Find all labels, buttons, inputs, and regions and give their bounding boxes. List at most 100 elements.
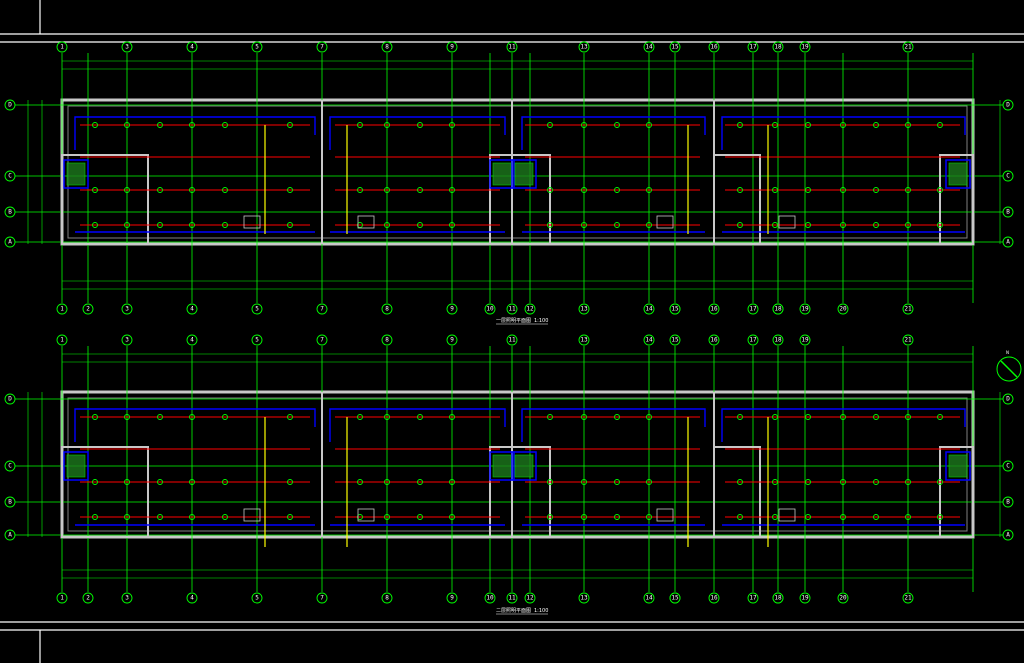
grid-bubble-label: 17	[749, 595, 757, 602]
grid-bubble-label: A	[1006, 239, 1010, 246]
grid-bubble: 21	[902, 592, 914, 604]
interior-walls	[61, 100, 974, 245]
grid-bubble: 13	[578, 334, 590, 346]
grid-bubble: 18	[772, 41, 784, 53]
grid-bubble: 11	[506, 41, 518, 53]
grid-bubble: B	[1002, 206, 1014, 218]
north-arrow-icon: N	[996, 350, 1022, 382]
grid-bubble: A	[4, 236, 16, 248]
grid-bubble: D	[1002, 393, 1014, 405]
grid-bubble-label: 9	[450, 337, 454, 344]
grid-bubble: 21	[902, 303, 914, 315]
grid-bubble: 5	[251, 41, 263, 53]
grid-bubble-label: 4	[190, 595, 194, 602]
grid-bubble: 4	[186, 41, 198, 53]
grid-bubble-label: 11	[508, 337, 516, 344]
grid-bubble: C	[1002, 460, 1014, 472]
grid-bubble: 17	[747, 303, 759, 315]
grid-bubble: 15	[669, 334, 681, 346]
grid-bubble: 9	[446, 334, 458, 346]
grid-bubble: 3	[121, 334, 133, 346]
grid-bubble-label: 21	[904, 337, 912, 344]
grid-bubble-label: 15	[671, 306, 679, 313]
grid-bubble: 2	[82, 592, 94, 604]
grid-bubble: 13	[578, 592, 590, 604]
grid-bubble-label: 7	[320, 595, 324, 602]
grid-bubble-label: 8	[385, 337, 389, 344]
panel-annotations	[243, 215, 796, 229]
grid-bubble: 19	[799, 303, 811, 315]
grid-bubble: D	[1002, 99, 1014, 111]
grid-bubble: 14	[643, 303, 655, 315]
grid-bubble-label: 13	[580, 337, 588, 344]
grid-bubble: 4	[186, 592, 198, 604]
grid-bubble: C	[1002, 170, 1014, 182]
grid-bubble: D	[4, 393, 16, 405]
grid-bubble-label: D	[1006, 396, 1010, 403]
grid-bubble-label: 21	[904, 306, 912, 313]
grid-bubble-label: D	[8, 396, 12, 403]
grid-bubble-label: 1	[60, 595, 64, 602]
grid-bubble: C	[4, 170, 16, 182]
grid-bubble-label: D	[1006, 102, 1010, 109]
grid-bubble: 17	[747, 334, 759, 346]
grid-bubble-label: B	[1006, 499, 1010, 506]
grid-bubble: 7	[316, 303, 328, 315]
interior-walls	[61, 392, 974, 538]
grid-bubble: 1	[56, 41, 68, 53]
grid-bubble: 11	[506, 303, 518, 315]
grid-bubble-label: 17	[749, 306, 757, 313]
grid-bubble: A	[1002, 529, 1014, 541]
column-grid-lines	[61, 53, 974, 303]
grid-bubble: 10	[484, 592, 496, 604]
grid-bubble: 14	[643, 592, 655, 604]
grid-bubble-label: 20	[839, 306, 847, 313]
grid-bubble-label: 3	[125, 595, 129, 602]
grid-bubble-label: 14	[645, 595, 653, 602]
grid-bubble: 1	[56, 592, 68, 604]
grid-bubble-label: 12	[526, 306, 534, 313]
grid-bubble-label: 21	[904, 595, 912, 602]
grid-bubble-label: 11	[508, 44, 516, 51]
grid-bubble-label: 9	[450, 44, 454, 51]
grid-bubble: 9	[446, 592, 458, 604]
grid-bubble-label: C	[1006, 173, 1010, 180]
grid-bubble-label: C	[8, 173, 12, 180]
grid-bubble: D	[4, 99, 16, 111]
grid-bubble: 9	[446, 303, 458, 315]
grid-bubble: C	[4, 460, 16, 472]
row-bubbles: D D C C B B A A	[4, 99, 1014, 248]
grid-bubble-label: 5	[255, 337, 259, 344]
grid-bubble-label: 18	[774, 337, 782, 344]
svg-text:N: N	[1006, 350, 1009, 355]
grid-bubble-label: 9	[450, 306, 454, 313]
grid-bubble: 7	[316, 41, 328, 53]
grid-bubble: 16	[708, 303, 720, 315]
grid-bubble-label: 15	[671, 337, 679, 344]
riser-lines	[264, 125, 769, 234]
grid-bubble-label: 13	[580, 44, 588, 51]
grid-bubble: 16	[708, 41, 720, 53]
grid-bubble-label: 14	[645, 306, 653, 313]
grid-bubble-label: B	[8, 209, 12, 216]
grid-bubble: 17	[747, 592, 759, 604]
grid-bubble: 7	[316, 334, 328, 346]
grid-bubble-label: 13	[580, 595, 588, 602]
grid-bubble-label: 1	[60, 337, 64, 344]
grid-bubble-label: 3	[125, 44, 129, 51]
grid-bubble-label: 4	[190, 306, 194, 313]
grid-bubble-label: 15	[671, 44, 679, 51]
grid-bubble: 15	[669, 303, 681, 315]
plan-title-text: 二层照明平面图	[496, 608, 531, 614]
grid-bubble: 3	[121, 41, 133, 53]
stair-core	[63, 159, 971, 189]
grid-bubble-label: 1	[60, 306, 64, 313]
grid-bubble-label: 8	[385, 306, 389, 313]
grid-bubble: A	[1002, 236, 1014, 248]
grid-bubble: 13	[578, 41, 590, 53]
blue-circuit	[74, 116, 966, 233]
grid-bubble-label: 4	[190, 44, 194, 51]
grid-bubble: 2	[82, 303, 94, 315]
grid-bubble: 18	[772, 303, 784, 315]
